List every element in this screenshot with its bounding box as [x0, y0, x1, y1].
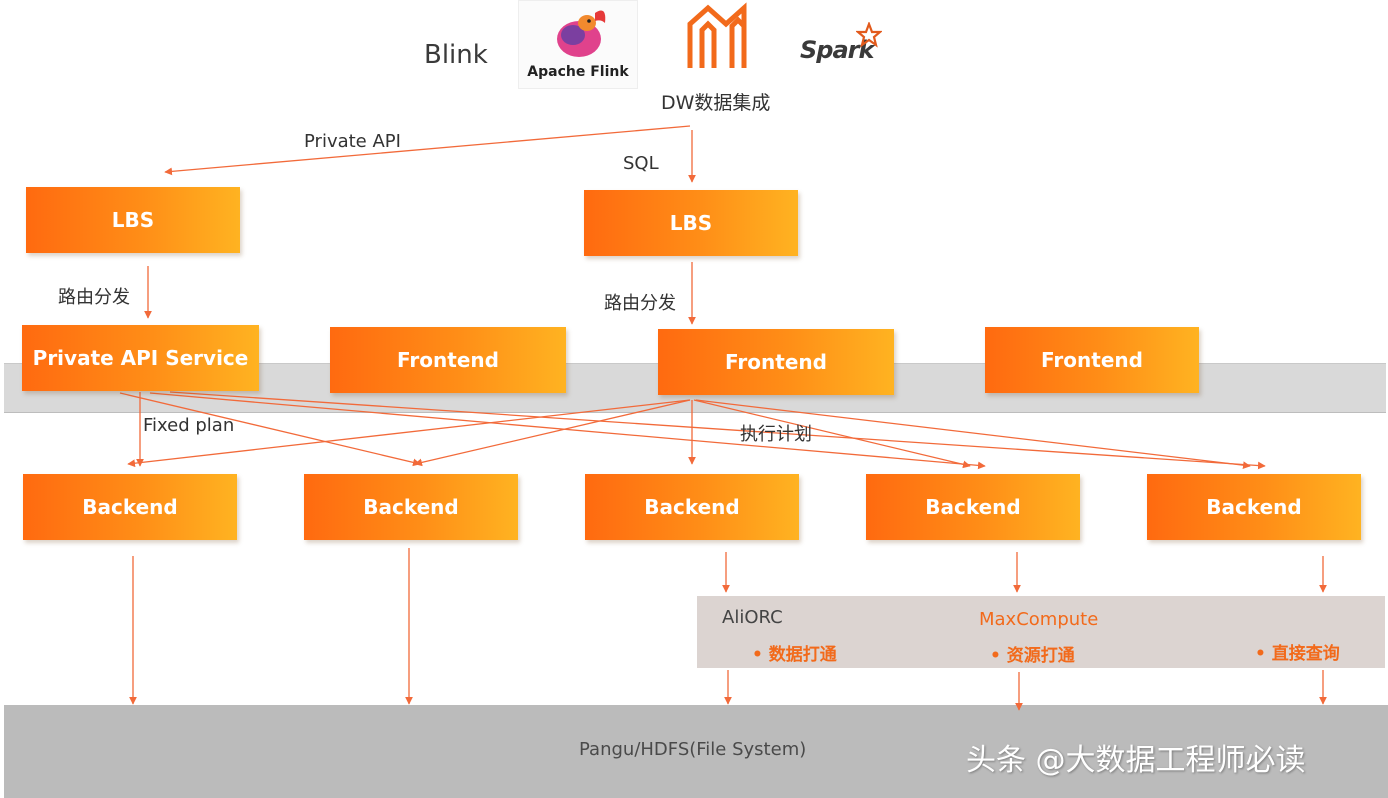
spark-star-icon: [856, 22, 882, 48]
watermark: 头条 @大数据工程师必读: [966, 743, 1306, 778]
maxcompute-item: 资源打通: [1006, 646, 1075, 666]
execution-plan-label: 执行计划: [740, 424, 812, 445]
maxcompute-title: MaxCompute: [979, 609, 1099, 630]
backend-box-3: Backend: [585, 474, 799, 540]
arrow-fe-to-backend-4: [693, 399, 971, 469]
frontend-box-3: Frontend: [985, 327, 1199, 393]
frontend-box-1: Frontend: [330, 327, 566, 393]
arrow-pas-to-backend-2: [119, 392, 421, 467]
file-system-label: Pangu/HDFS(File System): [579, 739, 807, 760]
maxcompute-bullet: • 资源打通: [990, 646, 1075, 666]
arrow-dw-to-left-lbs: [164, 125, 691, 176]
dw-logo-icon: [687, 2, 747, 68]
arrow-pas-to-backend-4: [149, 392, 986, 470]
arrow-fe-to-backend-2: [414, 399, 691, 467]
aliorc-bullet: • 数据打通: [752, 645, 837, 665]
lbs-box-right: LBS: [584, 190, 798, 256]
private-api-label: Private API: [304, 131, 401, 152]
backend-box-4: Backend: [866, 474, 1080, 540]
query-bullet: • 直接查询: [1255, 644, 1340, 664]
backend-box-5: Backend: [1147, 474, 1361, 540]
arrow-fe-to-backend-5: [695, 399, 1251, 470]
dw-integration-label: DW数据集成: [661, 92, 771, 114]
flink-logo: Apache Flink: [518, 0, 638, 89]
arrow-pas-to-backend-5: [169, 391, 1266, 470]
squirrel-icon: [557, 10, 606, 57]
sql-label: SQL: [623, 153, 659, 174]
backend-box-1: Backend: [23, 474, 237, 540]
arrow-fe-to-backend-1: [127, 399, 691, 468]
query-item: 直接查询: [1271, 644, 1340, 664]
frontend-box-2: Frontend: [658, 329, 894, 395]
route-label-left: 路由分发: [58, 287, 130, 308]
backend-box-2: Backend: [304, 474, 518, 540]
aliorc-item: 数据打通: [768, 645, 837, 665]
storage-format-band: [697, 596, 1385, 668]
aliorc-title: AliORC: [722, 607, 783, 628]
lbs-box-left: LBS: [26, 187, 240, 253]
file-system-band: [4, 705, 1388, 798]
flink-label: Apache Flink: [527, 64, 629, 80]
fixed-plan-label: Fixed plan: [143, 415, 235, 436]
blink-label: Blink: [424, 40, 488, 70]
private-api-service-box: Private API Service: [22, 325, 259, 391]
route-label-right: 路由分发: [604, 293, 676, 314]
